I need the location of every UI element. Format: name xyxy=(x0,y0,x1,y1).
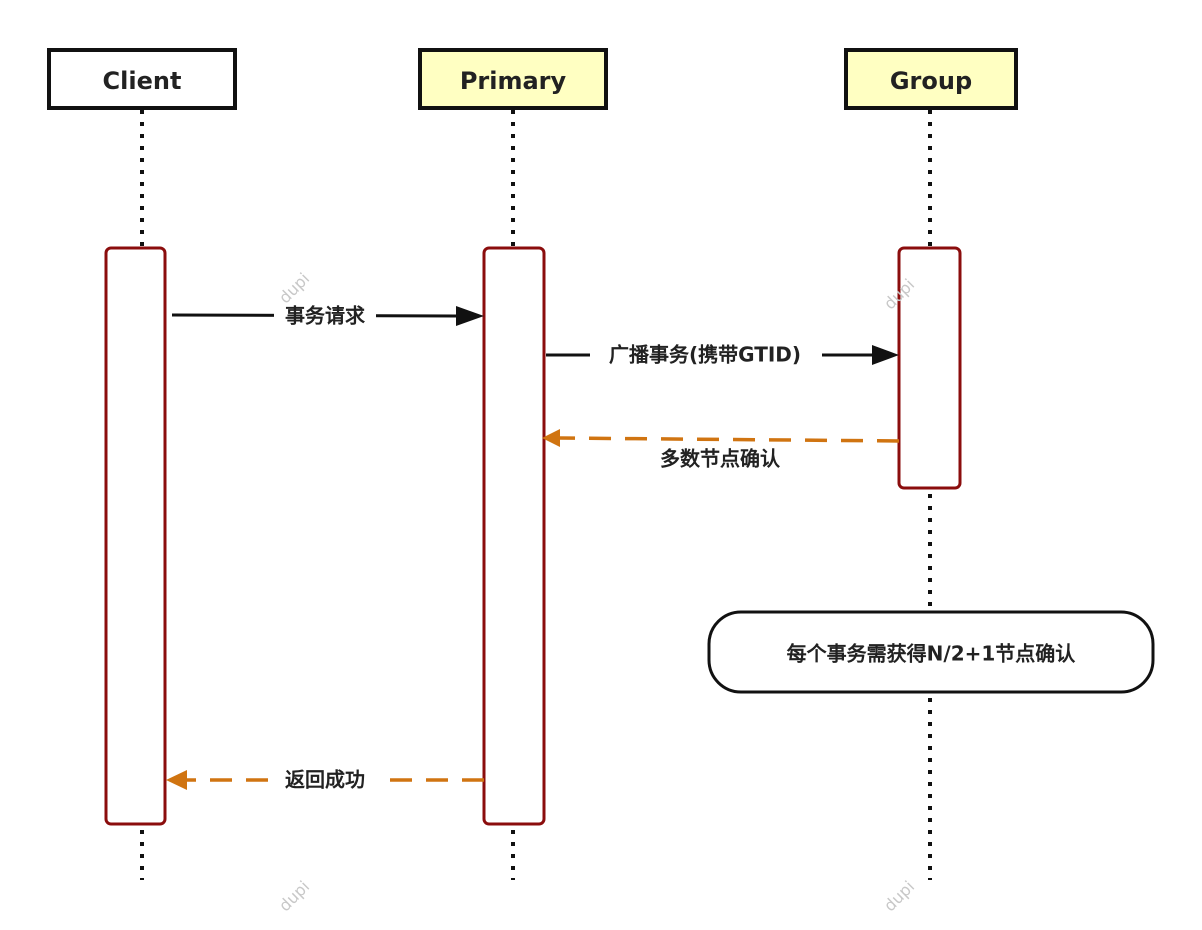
group-activation xyxy=(897,246,962,490)
participant-group-box xyxy=(844,48,1018,110)
participant-client: Client xyxy=(47,48,237,110)
success-arrowhead xyxy=(166,770,187,790)
success-label: 返回成功 xyxy=(285,768,365,792)
message-success: 返回成功 xyxy=(166,765,484,795)
watermark: dupi xyxy=(275,269,313,307)
client-activation xyxy=(104,246,167,826)
watermark: dupi xyxy=(880,877,918,915)
request-label: 事务请求 xyxy=(285,304,366,328)
participant-client-label: Client xyxy=(103,67,182,95)
ack-arrowhead xyxy=(542,429,560,447)
note-box xyxy=(707,610,1155,694)
watermark: dupi xyxy=(275,877,313,915)
note-text: 每个事务需获得N/2+1节点确认 xyxy=(787,642,1077,666)
participant-primary: Primary xyxy=(418,48,608,110)
participant-group-label: Group xyxy=(890,67,972,95)
participant-client-box xyxy=(47,48,237,110)
participant-primary-label: Primary xyxy=(460,67,567,95)
ack-label: 多数节点确认 xyxy=(660,447,781,471)
message-broadcast: 广播事务(携带GTID) xyxy=(546,341,899,371)
participant-primary-box xyxy=(418,48,608,110)
request-arrowhead xyxy=(456,306,484,326)
ack-arrow-line xyxy=(559,436,900,443)
broadcast-label: 广播事务(携带GTID) xyxy=(609,343,801,367)
primary-activation xyxy=(482,246,546,826)
note: 每个事务需获得N/2+1节点确认 xyxy=(707,610,1155,694)
participant-group: Group xyxy=(844,48,1018,110)
message-request: 事务请求 xyxy=(171,302,484,332)
message-ack: 多数节点确认 xyxy=(542,429,900,471)
broadcast-arrowhead xyxy=(872,345,899,365)
